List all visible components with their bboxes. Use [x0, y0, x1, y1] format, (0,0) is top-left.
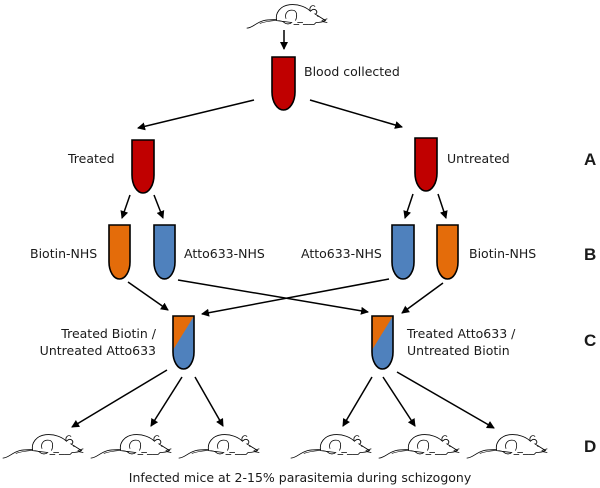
arrow: [403, 193, 414, 219]
untreated-tube: [414, 137, 438, 192]
arrow: [137, 99, 255, 131]
arrow: [342, 376, 373, 427]
atto-tube: [391, 224, 415, 280]
mixed-right-label-line1: Treated Atto633 /: [406, 326, 516, 341]
mouse-icon: [90, 434, 172, 459]
atto-tube: [153, 224, 176, 280]
arrow: [396, 371, 495, 429]
arrow: [309, 99, 403, 129]
arrow: [153, 194, 165, 219]
arrow: [382, 376, 416, 427]
mixed-left-label-line1: Treated Biotin /: [60, 326, 156, 341]
mouse-icon: [178, 434, 260, 459]
arrow: [401, 282, 444, 314]
arrow: [437, 193, 448, 219]
biotin-nhs-label: Biotin-NHS: [30, 246, 97, 261]
treated-label: Treated: [67, 151, 115, 166]
biotin-nhs-label: Biotin-NHS: [469, 246, 536, 261]
arrow: [194, 376, 224, 427]
mouse-icon: [2, 434, 84, 459]
step-label-b: B: [584, 245, 596, 264]
untreated-label: Untreated: [447, 151, 510, 166]
step-label-a: A: [584, 150, 596, 169]
arrow: [127, 281, 169, 311]
mouse-icon: [290, 434, 372, 459]
arrow: [177, 279, 369, 315]
blood-collected-label: Blood collected: [304, 64, 400, 79]
treated-tube: [131, 139, 155, 194]
step-label-c: C: [584, 331, 596, 350]
mouse-icon: [246, 4, 328, 29]
mixed-left-label-line2: Untreated Atto633: [40, 343, 156, 358]
arrow: [150, 376, 183, 427]
atto633-nhs-label: Atto633-NHS: [184, 246, 265, 261]
mixed-right-label-line2: Untreated Biotin: [407, 343, 510, 358]
mixed-tube-right: [371, 315, 394, 370]
biotin-tube: [108, 224, 131, 280]
arrow: [120, 194, 131, 219]
biotin-tube: [436, 224, 459, 280]
step-label-d: D: [584, 437, 596, 456]
arrow: [201, 278, 390, 317]
mouse-icon: [378, 434, 460, 459]
arrow: [71, 369, 168, 428]
blood-tube: [271, 56, 296, 111]
atto633-nhs-label: Atto633-NHS: [301, 246, 382, 261]
mixed-tube-left: [172, 315, 195, 370]
mouse-icon: [466, 434, 548, 459]
caption: Infected mice at 2-15% parasitemia durin…: [129, 470, 472, 485]
